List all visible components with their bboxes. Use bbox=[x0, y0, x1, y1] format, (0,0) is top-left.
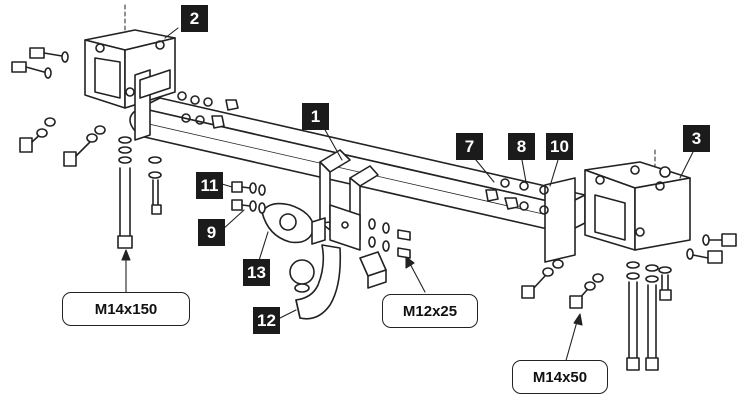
bolt-spec-m14x150: M14x150 bbox=[62, 292, 190, 326]
part-number-2: 2 bbox=[181, 5, 208, 32]
part-number-10: 10 bbox=[546, 133, 573, 160]
bolt-spec-m12x25: M12x25 bbox=[382, 294, 478, 328]
part-number-12: 12 bbox=[253, 307, 280, 334]
leader-lines bbox=[121, 27, 695, 365]
part-number-3: 3 bbox=[683, 125, 710, 152]
part-number-13: 13 bbox=[243, 259, 270, 286]
part-number-7: 7 bbox=[456, 133, 483, 160]
right-bracket bbox=[544, 149, 691, 263]
socket-plate bbox=[261, 202, 331, 245]
left-bracket bbox=[84, 4, 176, 141]
center-bolts bbox=[231, 181, 411, 259]
part-number-8: 8 bbox=[508, 133, 535, 160]
part-number-1: 1 bbox=[302, 103, 329, 130]
left-bolts bbox=[11, 47, 239, 249]
part-number-11: 11 bbox=[196, 172, 223, 199]
bolt-spec-m14x50: M14x50 bbox=[512, 360, 608, 394]
right-bolts bbox=[485, 178, 737, 371]
part-number-9: 9 bbox=[198, 219, 225, 246]
center-mount bbox=[319, 149, 379, 251]
tow-ball-neck bbox=[289, 244, 387, 320]
